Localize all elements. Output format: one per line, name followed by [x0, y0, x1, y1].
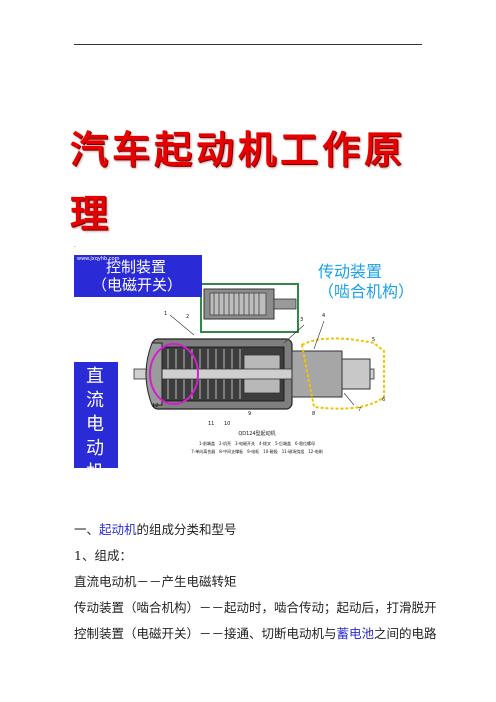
line-control-prefix: 控制装置（电磁开关）－－接通、切断电动机与	[74, 626, 337, 641]
control-label-box	[74, 255, 202, 297]
battery-link[interactable]: 蓄电池	[336, 626, 375, 641]
control-label-line-1: 控制装置	[106, 258, 167, 276]
control-label-line-2: （电磁开关）	[92, 276, 183, 294]
drive-housing	[291, 350, 343, 398]
section-heading-suffix: 的组成分类和型号	[136, 522, 237, 537]
motor-outline	[149, 343, 199, 405]
leader-lines	[169, 314, 355, 406]
part-number-10: 10	[224, 421, 230, 427]
part-number-1: 1	[164, 311, 167, 317]
solenoid-core	[209, 292, 267, 316]
part-number-4: 4	[322, 313, 325, 319]
part-number-11: 11	[208, 421, 214, 427]
figure-caption: QD124型起动机	[238, 430, 275, 437]
drive-label-line-2: （啮合机构）	[318, 282, 415, 301]
part-number-2: 2	[186, 314, 189, 320]
document-title: 汽车起动机工作原 理	[70, 118, 430, 246]
part-number-6: 6	[382, 397, 385, 403]
solenoid-windings	[213, 293, 260, 315]
part-number-labels: 1 2 3 4 5 6 7 8 9 10 11 12	[152, 311, 385, 427]
solenoid-plunger	[273, 298, 297, 310]
part-number-5: 5	[372, 337, 375, 343]
starter-drawing: 1 2 3 4 5 6 7 8 9 10 11 12 QD124型起动机 1-前…	[133, 283, 385, 454]
drive-label-line-1: 传动装置	[318, 262, 383, 281]
shaft	[133, 368, 375, 380]
line-motor: 直流电动机－－产生电磁转矩	[74, 574, 237, 589]
figure-legend-1: 1-前端盖 2-机壳 3-电磁开关 4-拨叉 5-后端盖 6-限位螺母	[199, 440, 315, 446]
motor-label: 直流电动机	[86, 366, 104, 483]
figure-legend-2: 7-单向离合器 8-中间支撑板 9-电枢 10-磁极 11-磁场绕组 12-电刷	[191, 448, 323, 454]
drive-outline	[300, 337, 385, 410]
section-heading: 一、起动机的组成分类和型号	[74, 522, 434, 538]
part-number-8: 8	[312, 411, 315, 417]
rear-end-cover	[145, 342, 163, 406]
starter-link[interactable]: 起动机	[99, 522, 137, 537]
item-heading: 1、组成：	[74, 548, 132, 563]
starter-diagram: 1 2 3 4 5 6 7 8 9 10 11 12 QD124型起动机 1-前…	[74, 255, 442, 483]
title-line-2: 理	[70, 191, 113, 236]
part-number-9: 9	[248, 411, 251, 417]
motor-label-box	[74, 362, 118, 468]
line-control-suffix: 之间的电路	[374, 626, 437, 641]
section-heading-prefix: 一、	[74, 522, 100, 537]
part-number-12: 12	[152, 403, 158, 409]
title-line-1: 汽车起动机工作原	[70, 127, 407, 172]
header-rule	[74, 44, 422, 45]
part-number-3: 3	[300, 317, 303, 323]
website-watermark: www.jxqyhb.com	[77, 256, 120, 262]
pinion	[341, 358, 371, 390]
part-number-7: 7	[358, 407, 361, 413]
control-frame	[200, 283, 299, 333]
anchor-mark: ·	[74, 244, 76, 251]
line-drive: 传动装置（啮合机构）－－起动时，啮合传动；起动后，打滑脱开	[74, 600, 437, 615]
line-control: 控制装置（电磁开关）－－接通、切断电动机与蓄电池之间的电路	[74, 626, 437, 642]
